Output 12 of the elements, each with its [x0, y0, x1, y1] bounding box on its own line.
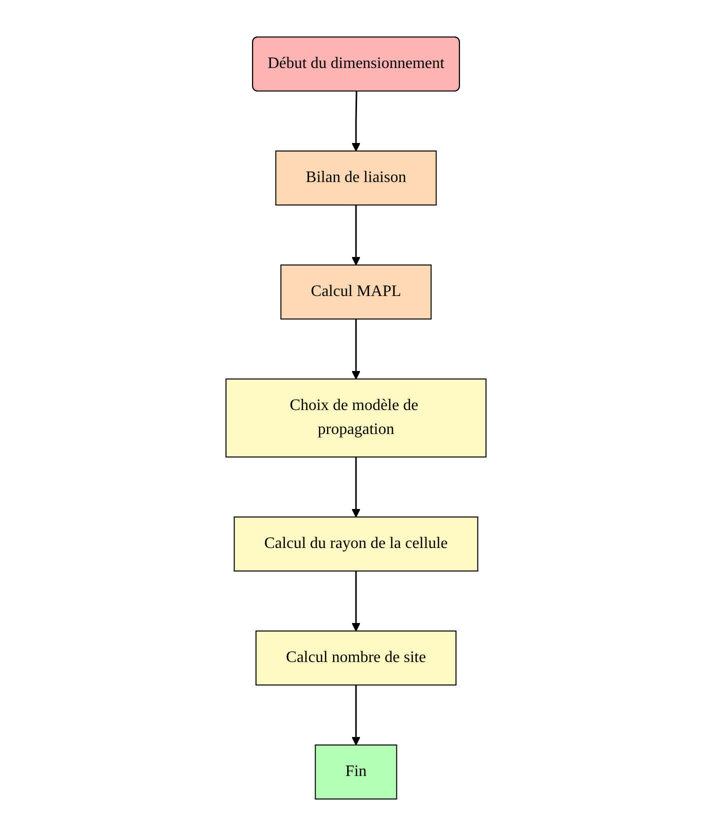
arrow — [352, 205, 360, 266]
node-box: Calcul du rayon de la cellule — [234, 516, 478, 572]
arrow — [352, 457, 360, 518]
node-box: Choix de modèle de propagation — [226, 378, 486, 458]
node-box: Calcul MAPL — [280, 264, 432, 320]
arrow — [352, 685, 360, 746]
arrow — [352, 319, 360, 380]
node-box: Calcul nombre de site — [256, 630, 456, 686]
node-box: Bilan de liaison — [275, 150, 437, 206]
node-box: Fin — [314, 744, 398, 800]
arrow — [352, 571, 360, 632]
arrow — [352, 91, 360, 152]
